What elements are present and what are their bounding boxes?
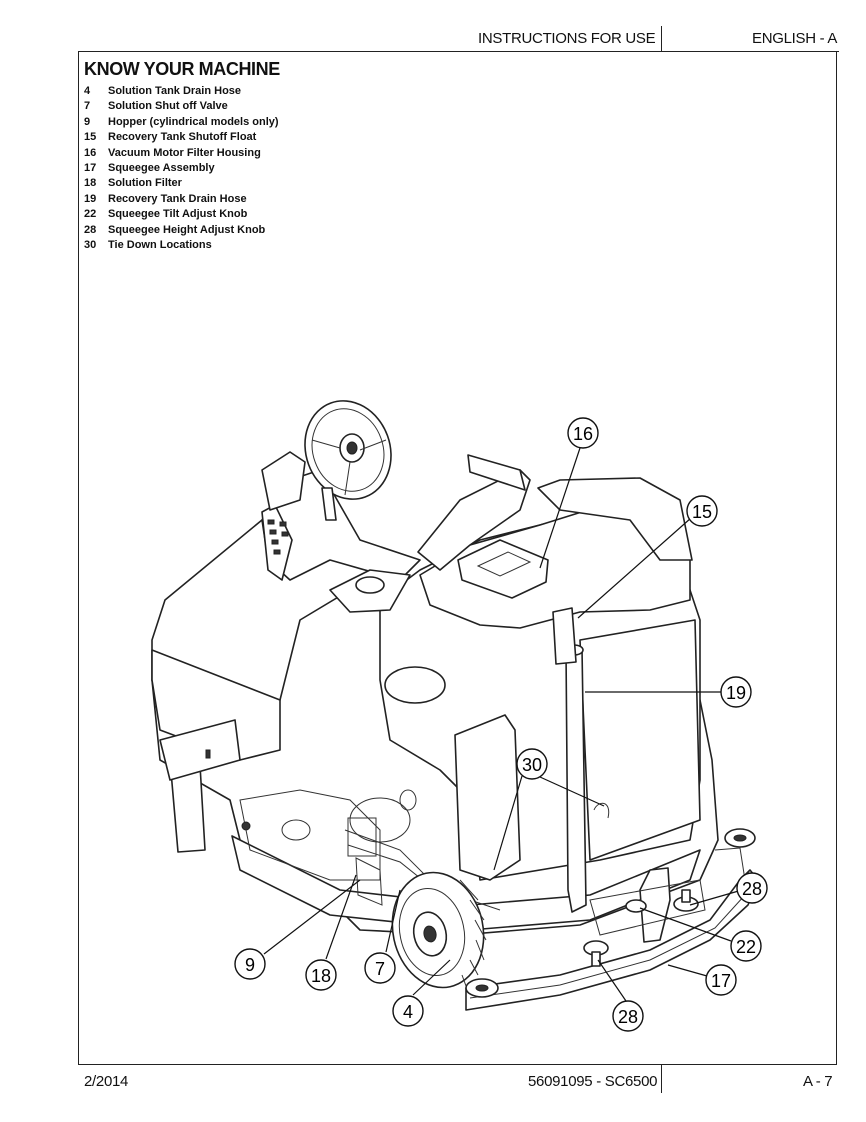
callout-30: 30 xyxy=(516,748,548,780)
svg-text:28: 28 xyxy=(618,1007,638,1027)
svg-text:7: 7 xyxy=(375,959,385,979)
footer-doc-number: 56091095 - SC6500 xyxy=(528,1073,658,1090)
svg-text:22: 22 xyxy=(736,937,756,957)
callout-4: 4 xyxy=(392,995,424,1027)
steering-wheel xyxy=(304,400,392,521)
leader-lines xyxy=(263,447,743,1002)
svg-text:15: 15 xyxy=(692,502,712,522)
header-right-text: ENGLISH - A xyxy=(752,30,838,47)
callout-17: 17 xyxy=(705,964,737,996)
control-panel-buttons xyxy=(267,519,289,555)
callout-22: 22 xyxy=(730,930,762,962)
callout-18: 18 xyxy=(305,959,337,991)
header-rule xyxy=(78,51,839,52)
callout-7: 7 xyxy=(364,952,396,984)
callout-15: 15 xyxy=(686,495,718,527)
svg-text:17: 17 xyxy=(711,971,731,991)
svg-text:9: 9 xyxy=(245,955,255,975)
squeegee-assembly xyxy=(465,828,759,1011)
section-title: KNOW YOUR MACHINE xyxy=(84,59,280,79)
svg-text:30: 30 xyxy=(522,755,542,775)
machine-drawing xyxy=(151,400,759,1011)
svg-text:4: 4 xyxy=(403,1002,413,1022)
callout-9: 9 xyxy=(234,948,266,980)
content-frame xyxy=(78,51,837,1065)
callout-16: 16 xyxy=(567,417,599,449)
drive-wheel xyxy=(391,871,487,989)
svg-text:28: 28 xyxy=(742,879,762,899)
footer-divider xyxy=(661,1065,662,1093)
header-left-text: INSTRUCTIONS FOR USE xyxy=(478,30,656,47)
callout-19: 19 xyxy=(720,676,752,708)
footer-page-number: A - 7 xyxy=(803,1073,833,1090)
svg-text:16: 16 xyxy=(573,424,593,444)
callout-28-top: 28 xyxy=(736,872,768,904)
header-divider xyxy=(661,26,662,51)
callout-28-bottom: 28 xyxy=(612,1000,644,1032)
footer-date: 2/2014 xyxy=(84,1073,129,1090)
svg-text:19: 19 xyxy=(726,683,746,703)
svg-text:18: 18 xyxy=(311,966,331,986)
